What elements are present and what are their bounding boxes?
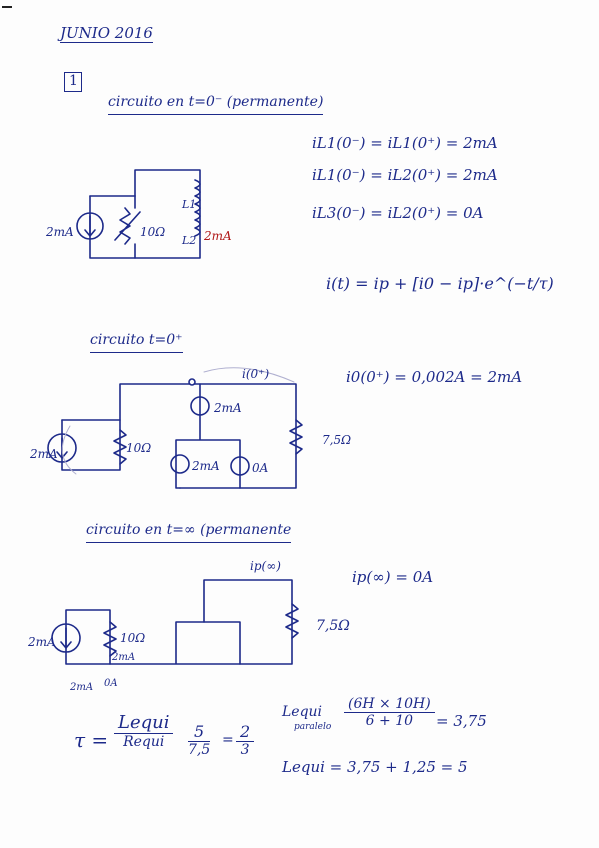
lequi-total: Lequi = 3,75 + 1,25 = 5 bbox=[282, 758, 468, 776]
date-heading: JUNIO 2016 bbox=[60, 24, 153, 43]
tau-den: Requi bbox=[123, 734, 165, 750]
problem-number-box: 1 bbox=[64, 72, 82, 92]
circuit-3: 2mA 10Ω 2mA 2mA 0A ip(∞) 7,5Ω bbox=[27, 559, 350, 693]
svg-text:L1: L1 bbox=[181, 198, 196, 211]
circuit-1: 2mA 10Ω L1 L2 2mA bbox=[45, 169, 232, 259]
svg-text:2mA: 2mA bbox=[45, 225, 74, 239]
tau-value1: 5 7,5 bbox=[188, 722, 211, 758]
problem-number: 1 bbox=[69, 73, 78, 89]
svg-text:2mA: 2mA bbox=[29, 447, 58, 461]
tau-eq-sign: = bbox=[222, 732, 234, 748]
svg-text:0A: 0A bbox=[252, 461, 269, 475]
section1-formula: i(t) = ip + [i0 − ip]·e^(−t/τ) bbox=[326, 274, 554, 293]
section1-eq3: iL3(0⁻) = iL2(0⁺) = 0A bbox=[312, 204, 484, 222]
tau-fraction: Lequi Requi bbox=[114, 712, 174, 750]
svg-text:10Ω: 10Ω bbox=[126, 441, 151, 455]
svg-text:2mA: 2mA bbox=[69, 682, 93, 693]
svg-text:7,5Ω: 7,5Ω bbox=[316, 618, 350, 634]
svg-text:2mA: 2mA bbox=[213, 401, 242, 415]
svg-text:2mA: 2mA bbox=[27, 635, 56, 649]
section1-eq1: iL1(0⁻) = iL1(0⁺) = 2mA bbox=[312, 134, 498, 152]
tau-num: Lequi bbox=[114, 712, 174, 734]
circuit-2: 2mA 10Ω i(0⁺) 2mA 2mA 0A 7,5Ω bbox=[29, 367, 351, 489]
section1-title: circuito en t=0⁻ (permanente) bbox=[108, 94, 324, 115]
svg-text:10Ω: 10Ω bbox=[140, 225, 165, 239]
svg-text:ip(∞): ip(∞) bbox=[250, 559, 281, 573]
resistor-icon bbox=[119, 207, 131, 245]
section3-eq: ip(∞) = 0A bbox=[352, 568, 434, 586]
svg-text:0A: 0A bbox=[104, 678, 118, 689]
svg-text:2mA: 2mA bbox=[191, 459, 220, 473]
inductor-icon bbox=[194, 179, 201, 237]
tau-value2: 2 3 bbox=[236, 722, 255, 758]
section3-title: circuito en t=∞ (permanente bbox=[86, 522, 292, 543]
svg-text:L2: L2 bbox=[181, 234, 196, 247]
tau-lhs: τ = bbox=[74, 728, 109, 752]
svg-text:2mA: 2mA bbox=[203, 229, 232, 243]
section2-eq: i0(0⁺) = 0,002A = 2mA bbox=[346, 368, 523, 386]
corner-mark bbox=[2, 2, 12, 8]
current-source-icon bbox=[76, 212, 104, 240]
lequi-par-sub: paralelo bbox=[294, 722, 332, 732]
section2-title: circuito t=0⁺ bbox=[90, 332, 183, 353]
section1-eq2: iL1(0⁻) = iL2(0⁺) = 2mA bbox=[312, 166, 498, 184]
lequi-par-result: = 3,75 bbox=[436, 712, 487, 730]
svg-text:2mA: 2mA bbox=[111, 652, 135, 663]
svg-text:10Ω: 10Ω bbox=[120, 631, 145, 645]
lequi-par-lhs: Lequi bbox=[282, 704, 323, 720]
svg-text:7,5Ω: 7,5Ω bbox=[322, 433, 351, 447]
svg-text:i(0⁺): i(0⁺) bbox=[242, 367, 269, 381]
lequi-par-fraction: (6H × 10H) 6 + 10 bbox=[344, 696, 435, 729]
